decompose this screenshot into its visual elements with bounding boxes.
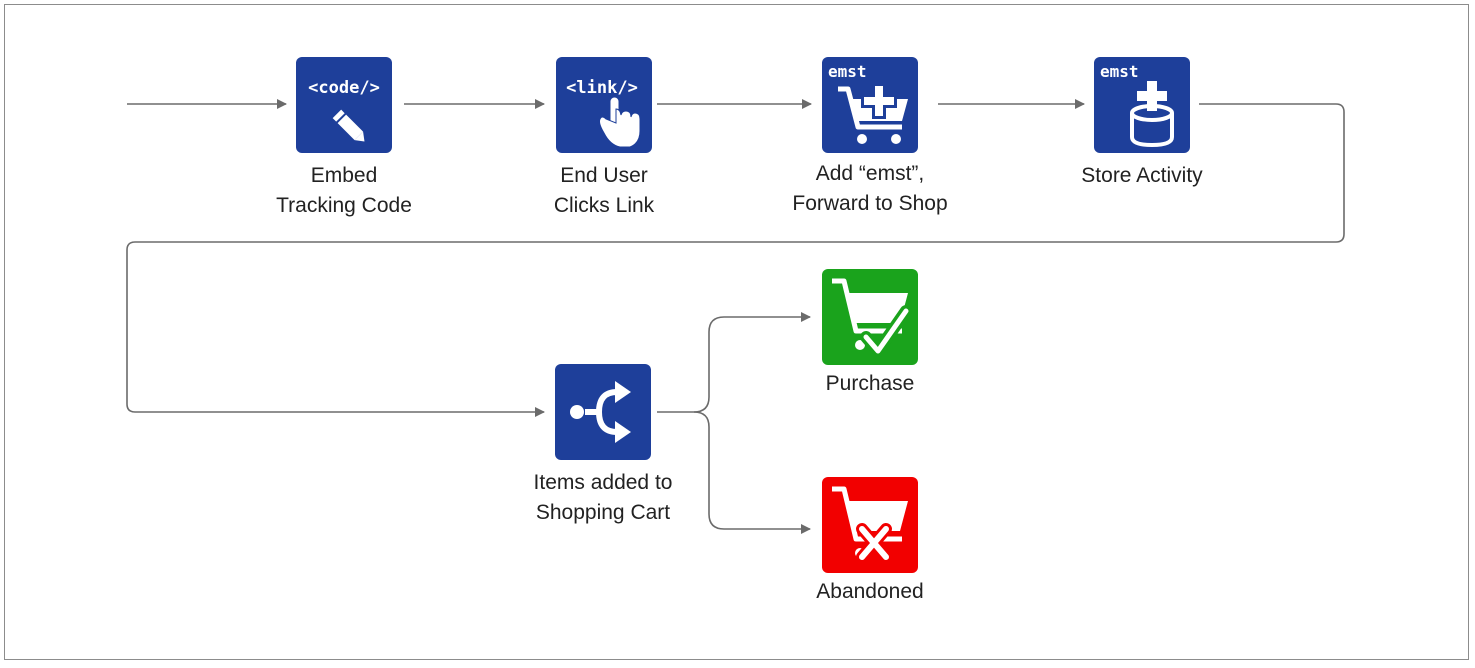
branch-split-icon xyxy=(570,381,631,443)
cart-plus-icon: emst xyxy=(828,62,908,144)
link-hand-cursor-icon: <link/> xyxy=(566,78,641,148)
click-tile: <link/> xyxy=(556,57,652,153)
connector-store-to-cart xyxy=(126,103,1345,417)
cart-x-icon xyxy=(832,486,908,563)
abandoned-tile xyxy=(822,477,918,573)
diagram-frame xyxy=(4,4,1469,660)
purchase-tile xyxy=(822,269,918,365)
click-tag: <link/> xyxy=(566,78,638,98)
forward-tile: emst xyxy=(822,57,918,153)
forward-tag: emst xyxy=(828,62,867,81)
database-plus-icon: emst xyxy=(1100,62,1174,148)
connector-cart-to-purchase xyxy=(657,312,811,413)
click-label: End User Clicks Link xyxy=(553,164,655,217)
store-label: Store Activity xyxy=(1081,164,1203,187)
embed-tag: <code/> xyxy=(308,78,380,98)
store-tag: emst xyxy=(1100,62,1139,81)
code-pencil-icon: <code/> xyxy=(308,78,380,142)
purchase-label: Purchase xyxy=(825,372,915,395)
connector-cart-to-abandoned xyxy=(693,411,811,534)
store-tile: emst xyxy=(1094,57,1190,153)
cart-check-icon xyxy=(832,278,912,357)
cart-tile xyxy=(555,364,651,460)
cart-label: Items added to Shopping Cart xyxy=(533,471,673,524)
embed-tile: <code/> xyxy=(296,57,392,153)
embed-label: Embed Tracking Code xyxy=(276,164,412,217)
forward-label: Add “emst”, Forward to Shop xyxy=(792,162,948,215)
abandoned-label: Abandoned xyxy=(816,580,924,603)
